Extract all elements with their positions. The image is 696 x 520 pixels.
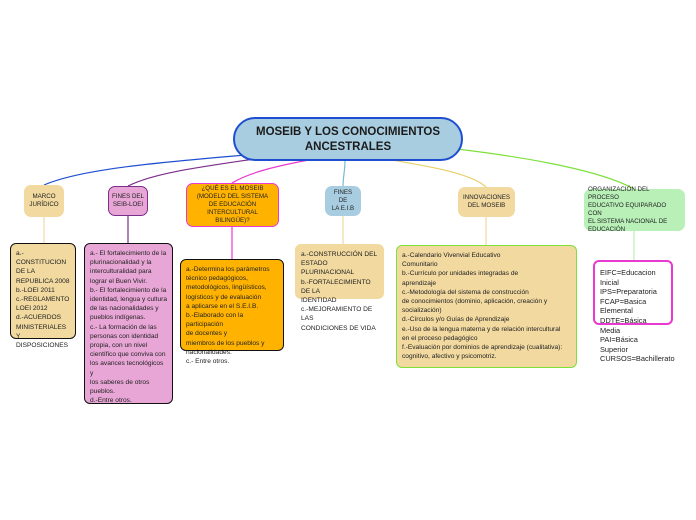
detail-fines-seib-loei[interactable]: a.- El fortalecimiento de la plurinaciona… xyxy=(84,243,173,404)
detail-line: IDENTIDAD xyxy=(301,297,337,305)
topic-label-line: DEL MOSEIB xyxy=(467,202,506,209)
detail-line: CURSOS=Bachillerato xyxy=(600,354,675,364)
detail-line: los avances tecnológicos y xyxy=(90,360,164,377)
detail-line: identidad, lengua y cultura xyxy=(90,296,167,304)
topic-label-line: (MODELO DEL SISTEMA xyxy=(196,193,269,200)
detail-line: ESTADO PLURINACIONAL xyxy=(301,260,355,277)
detail-line: d.-ACUERDOS xyxy=(16,314,62,322)
detail-line: pueblos indígenas. xyxy=(90,314,146,322)
detail-line: REPUBLICA 2008 xyxy=(16,277,70,285)
detail-line: d.-Círculos y/o Guías de Aprendizaje xyxy=(402,316,510,324)
topic-label-line: ORGANIZACIÓN DEL PROCESO xyxy=(588,186,650,201)
detail-line: b.-LOEI 2011 xyxy=(16,286,55,294)
topic-label-line: EDUCACIÓN xyxy=(588,226,626,233)
detail-line: nacionalidades. xyxy=(186,348,232,356)
topic-label-line: FINES DEL xyxy=(112,193,144,200)
detail-line: personas con identidad xyxy=(90,332,159,340)
detail-line: e.-Uso de la lengua materna y de relació… xyxy=(402,325,561,333)
topic-que-es-moseib[interactable]: ¿QUÉ ES EL MOSEIB (MODELO DEL SISTEMA DE… xyxy=(186,183,279,227)
detail-line: EIFC=Educacion Inicial xyxy=(600,268,656,287)
detail-line: los saberes de otros xyxy=(90,378,150,386)
topic-label-line: ¿QUÉ ES EL MOSEIB xyxy=(201,185,264,192)
topic-label-line: JURÍDICO xyxy=(29,201,59,208)
detail-line: logísticos y de evaluación xyxy=(186,293,262,301)
detail-que-es-moseib[interactable]: a.-Determina los parámetros técnico pedag… xyxy=(180,259,284,365)
topic-organizacion-proceso[interactable]: ORGANIZACIÓN DEL PROCESO EDUCATIVO EQUIP… xyxy=(584,186,685,233)
detail-line: b.-Elaborado con la participación xyxy=(186,312,244,329)
detail-line: CONDICIONES DE VIDA xyxy=(301,324,376,332)
detail-line: aprendizaje xyxy=(402,279,437,287)
topic-fines-seib-loei[interactable]: FINES DEL SEIB-LOEI xyxy=(108,186,148,216)
topic-label-line: DE EDUCACIÓN xyxy=(208,201,257,208)
detail-line: DDTE=Básica Media xyxy=(600,315,647,335)
detail-line: científico que conviva con xyxy=(90,351,166,359)
topic-label-line: LA E.I.B xyxy=(331,205,355,212)
detail-line: miembros de los pueblos y xyxy=(186,339,265,347)
topic-label-line: SEIB-LOEI xyxy=(112,201,144,208)
detail-line: c.-Metodología del sistema de construcci… xyxy=(402,288,529,296)
detail-line: de conocimientos (dominio, aplicación, c… xyxy=(402,298,548,306)
detail-line: b.-Currículo por unidades integradas de xyxy=(402,270,519,278)
detail-line: metodológicos, lingüísticos, xyxy=(186,284,267,292)
detail-line: propia, con un nivel xyxy=(90,342,148,350)
detail-line: LOEI 2012 xyxy=(16,305,48,313)
topic-label-line: EDUCATIVO EQUIPARADO CON xyxy=(588,202,667,217)
link-innovaciones xyxy=(379,157,487,188)
detail-line: interculturalidad para xyxy=(90,268,152,276)
detail-line: c.-MEJORAMIENTO DE LAS xyxy=(301,306,373,323)
detail-line: de las nacionalidades y xyxy=(90,305,159,313)
central-topic[interactable]: MOSEIB Y LOS CONOCIMIENTOS ANCESTRALES xyxy=(233,117,463,161)
detail-line: técnico pedagógicos, xyxy=(186,275,248,283)
detail-line: cognitivo, afectivo y psicomotriz. xyxy=(402,353,497,361)
detail-line: a aplicarse en el S.E.I.B. xyxy=(186,302,259,310)
detail-line: plurinacionalidad y la xyxy=(90,259,152,267)
topic-innovaciones-moseib[interactable]: INNOVACIONES DEL MOSEIB xyxy=(458,187,515,217)
detail-line: c.-REGLAMENTO xyxy=(16,296,70,304)
link-fines-eib xyxy=(342,160,346,187)
detail-line: socialización) xyxy=(402,307,442,315)
detail-line: IPS=Preparatoria xyxy=(600,287,657,297)
detail-line: a.-Determina los parámetros xyxy=(186,266,270,273)
detail-line: pueblos. xyxy=(90,388,115,396)
detail-line: c.- La formación de las xyxy=(90,323,157,331)
detail-line: de docentes y xyxy=(186,330,228,338)
detail-line: FCAP=Basica Elemental xyxy=(600,296,647,316)
detail-line: f.-Evaluación por dominios de aprendizaj… xyxy=(402,344,563,352)
detail-line: b.-FORTALECIMIENTO DE LA xyxy=(301,278,371,295)
detail-line: b.- El fortalecimiento de la xyxy=(90,286,167,294)
detail-line: en el proceso pedagógico xyxy=(402,334,478,342)
link-que-es-moseib xyxy=(231,157,321,184)
topic-label-line: FINES DE xyxy=(333,189,353,204)
topic-label-line: INNOVACIONES xyxy=(463,194,510,201)
detail-line: a.-Calendario Vivenvial Educativo xyxy=(402,252,501,259)
detail-line: d.-Entre otros. xyxy=(90,397,132,405)
detail-line: DISPOSICIONES xyxy=(16,342,69,350)
topic-fines-eib[interactable]: FINES DE LA E.I.B xyxy=(325,186,361,216)
detail-line: MINISTERIALES Y xyxy=(16,323,67,340)
topic-label-line: INTERCULTURAL BILINGÜE)? xyxy=(207,209,258,224)
topic-label-line: EL SISTEMA NACIONAL DE xyxy=(588,218,668,225)
topic-label-line: MARCO xyxy=(32,193,56,200)
detail-line: DE LA xyxy=(16,268,36,276)
detail-line: a.-CONSTITUCION xyxy=(16,250,67,267)
detail-line: lograr el Buen Vivir. xyxy=(90,277,148,285)
detail-line: a.- El fortalecimiento de la xyxy=(90,250,167,257)
detail-line: c.- Entre otros. xyxy=(186,358,230,366)
detail-line: a.-CONSTRUCCIÓN DEL xyxy=(301,251,378,258)
detail-line: PAI=Básica Superior xyxy=(600,335,638,354)
detail-line: Comunitario xyxy=(402,261,438,269)
topic-marco-juridico[interactable]: MARCO JURÍDICO xyxy=(24,185,64,217)
